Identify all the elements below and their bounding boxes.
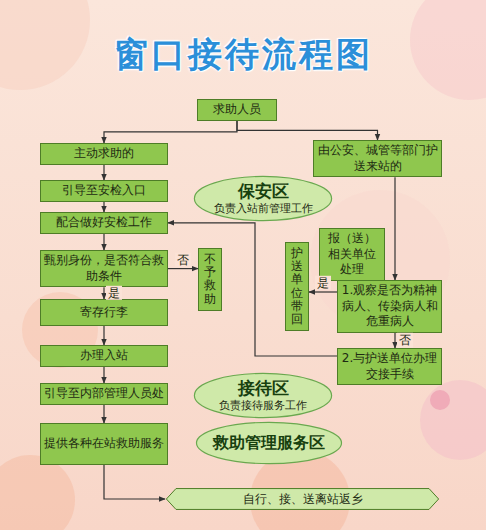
node-title: 引导至安检入口 [44,183,164,199]
node-title: 办理入站 [44,348,164,364]
process-box: 2.与护送单位办理交接手续 [337,348,442,385]
node-title: 2.与护送单位办理交接手续 [341,351,438,382]
process-box: 求助人员 [197,99,277,121]
flow-arrow [104,465,165,499]
edge-label: 是 [315,276,331,290]
node-note: 负责接待服务工作 [219,399,307,413]
flow-arrow [104,121,237,143]
flow-arrow [103,326,104,345]
process-box: 提供各种在站救助服务 [40,423,168,465]
flow-arrow [394,333,395,348]
node-title: 自行、接、送离站返乡 [243,492,363,507]
zone-ellipse: 救助管理服务区 [195,421,343,465]
diagram-title: 窗口接待流程图 [0,32,486,78]
node-title: 不予救助 [204,253,216,306]
process-box: 甄别身份，是否符合救助条件 [40,250,168,287]
process-box: 不予救助 [198,248,222,311]
zone-ellipse: 保安区负责入站前管理工作 [193,175,333,222]
node-title: 1.观察是否为精神病人、传染病人和危重病人 [341,283,438,330]
node-title: 引导至内部管理人员处 [44,386,164,402]
edge-label: 否 [397,333,413,347]
node-title: 提供各种在站救助服务 [44,436,164,452]
flow-arrow [103,165,104,180]
process-box: 1.观察是否为精神病人、传染病人和危重病人 [337,280,442,333]
flow-arrow [237,121,378,140]
flow-arrow [394,177,395,280]
flow-arrow [168,223,337,356]
node-title: 配合做好安检工作 [44,215,164,231]
edge-label: 是 [106,286,122,300]
flow-arrow [168,268,198,269]
node-title: 救助管理服务区 [213,433,325,453]
node-title: 甄别身份，是否符合救助条件 [44,253,164,284]
node-title: 保安区 [238,181,289,202]
node-title: 寄存行李 [44,305,164,321]
process-box: 护送单位带回 [285,242,309,331]
process-box: 由公安、城管等部门护送来站的 [313,140,442,177]
node-note: 负责入站前管理工作 [214,202,313,216]
node-title: 由公安、城管等部门护送来站的 [317,143,438,174]
process-box: 报（送）相关单位处理 [319,228,385,281]
flow-arrow [103,405,104,423]
process-box: 配合做好安检工作 [40,212,168,234]
process-box: 寄存行李 [40,299,168,326]
flow-arrow [103,367,104,383]
process-box: 办理入站 [40,345,168,367]
node-title: 主动求助的 [44,146,164,162]
flow-arrow [103,202,104,212]
flow-arrow [309,291,337,292]
flow-arrow [103,234,104,250]
node-title: 报（送）相关单位处理 [323,231,381,278]
flow-arrow [103,287,104,299]
zone-ellipse: 接待区负责接待服务工作 [193,372,333,419]
node-title: 求助人员 [201,102,273,118]
process-box: 引导至安检入口 [40,180,168,202]
process-box: 主动求助的 [40,143,168,165]
edge-label: 否 [175,252,191,266]
process-box: 引导至内部管理人员处 [40,383,168,405]
end-hexagon: 自行、接、送离站返乡 [165,488,440,510]
node-title: 接待区 [238,378,289,399]
node-title: 护送单位带回 [291,247,303,326]
